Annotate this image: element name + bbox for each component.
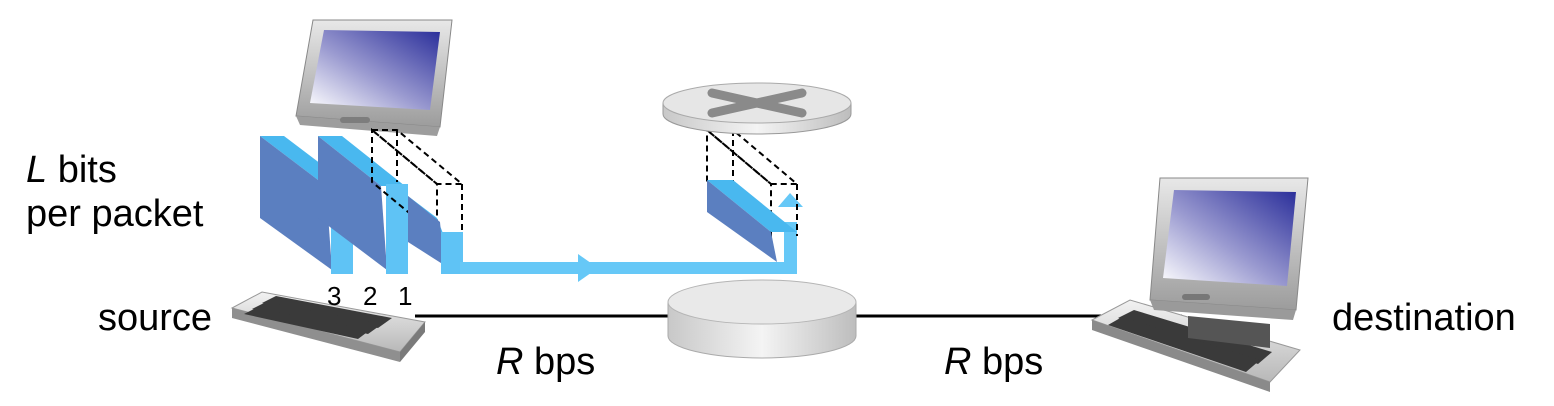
- router-top-icon: [662, 82, 852, 135]
- link1-rate-label: R bps: [496, 340, 595, 384]
- destination-label: destination: [1332, 297, 1516, 339]
- packet-1: [369, 127, 465, 274]
- packet-number-1: 1: [398, 281, 413, 311]
- packet-number-3: 3: [327, 281, 342, 311]
- source-keyboard-icon: [230, 291, 426, 362]
- packet-size-variable: L: [26, 149, 48, 191]
- router-icon: [667, 279, 857, 359]
- destination-computer-icon: [1090, 177, 1309, 392]
- source-monitor-icon: [295, 19, 453, 136]
- packet-size-label-line2: per packet: [26, 193, 204, 235]
- flow-arrow: [460, 193, 803, 282]
- link1-rate-unit: bps: [534, 341, 596, 383]
- packet-size-label: L bits: [26, 148, 117, 192]
- packet-number-2: 2: [363, 281, 378, 311]
- packet-2: [318, 136, 408, 274]
- source-label: source: [98, 297, 213, 339]
- router-buffer-packet: [704, 127, 800, 262]
- packet-size-unit: bits: [57, 149, 117, 191]
- link2-rate-label: R bps: [944, 340, 1043, 384]
- link1-rate-variable: R: [496, 341, 524, 383]
- link2-rate-variable: R: [944, 341, 972, 383]
- link2-rate-unit: bps: [982, 341, 1044, 383]
